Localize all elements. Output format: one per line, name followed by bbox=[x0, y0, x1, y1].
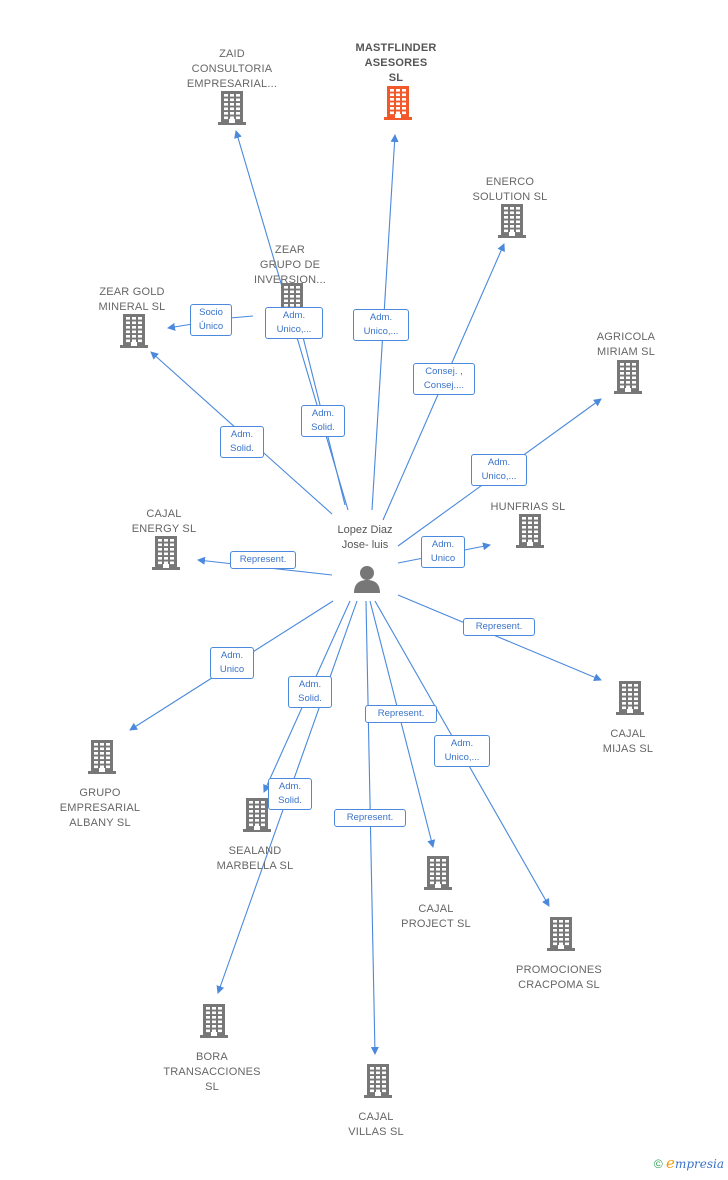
edge-label[interactable]: Adm. Unico bbox=[421, 536, 465, 568]
building-icon bbox=[119, 313, 149, 354]
edge-label[interactable]: Adm. Solid. bbox=[301, 405, 345, 437]
company-name: CAJAL MIJAS SL bbox=[602, 728, 654, 755]
copyright-symbol: © bbox=[653, 1157, 663, 1171]
building-icon bbox=[615, 680, 645, 721]
building-icon bbox=[546, 916, 576, 957]
edge-label[interactable]: Adm. Unico,... bbox=[471, 454, 527, 486]
edge-label[interactable]: Represent. bbox=[334, 809, 406, 827]
company-name: BORA TRANSACCIONES SL bbox=[163, 1051, 261, 1093]
company-name: GRUPO EMPRESARIAL ALBANY SL bbox=[59, 787, 141, 829]
edge-cajal-villas bbox=[365, 600, 379, 1055]
edge-label[interactable]: Consej. , Consej.... bbox=[413, 363, 475, 395]
edge-cajal-project bbox=[369, 600, 436, 848]
company-name: PROMOCIONES CRACPOMA SL bbox=[516, 964, 602, 991]
company-name: CAJAL PROJECT SL bbox=[401, 903, 471, 930]
edge-label[interactable]: Adm. Unico,... bbox=[353, 309, 409, 341]
company-name: ZAID CONSULTORIA EMPRESARIAL... bbox=[186, 48, 278, 90]
person-name: Lopez Diaz Jose- luis bbox=[337, 524, 393, 551]
building-icon bbox=[515, 513, 545, 554]
company-name: HUNFRIAS SL bbox=[490, 501, 566, 513]
footer-credit: © empresia bbox=[654, 1154, 724, 1172]
company-name: AGRICOLA MIRIAM SL bbox=[596, 331, 656, 358]
building-icon bbox=[613, 359, 643, 400]
edge-label[interactable]: Adm. Solid. bbox=[288, 676, 332, 708]
company-name: ZEAR GOLD MINERAL SL bbox=[98, 286, 166, 313]
building-icon bbox=[363, 1063, 393, 1104]
empresia-logo[interactable]: empresia bbox=[666, 1154, 724, 1172]
building-icon bbox=[423, 855, 453, 896]
edge-label[interactable]: Socio Único bbox=[190, 304, 232, 336]
company-name: CAJAL ENERGY SL bbox=[131, 508, 197, 535]
edge-cajal-mijas bbox=[397, 594, 602, 681]
company-name: CAJAL VILLAS SL bbox=[348, 1111, 404, 1138]
building-icon bbox=[151, 535, 181, 576]
edge-label[interactable]: Adm. Solid. bbox=[268, 778, 312, 810]
building-icon bbox=[497, 203, 527, 244]
edge-label[interactable]: Adm. Solid. bbox=[220, 426, 264, 458]
building-icon bbox=[87, 739, 117, 780]
edge-label[interactable]: Represent. bbox=[365, 705, 437, 723]
edge-label[interactable]: Adm. Unico,... bbox=[434, 735, 490, 767]
company-name: ZEAR GRUPO DE INVERSION... bbox=[253, 244, 327, 286]
edge-label[interactable]: Adm. Unico,... bbox=[265, 307, 323, 339]
building-icon bbox=[242, 797, 272, 838]
company-name: MASTFLINDER ASESORES SL bbox=[355, 42, 437, 84]
company-name: SEALAND MARBELLA SL bbox=[216, 845, 294, 872]
building-icon bbox=[199, 1003, 229, 1044]
person-icon bbox=[354, 566, 380, 593]
building-icon bbox=[217, 90, 247, 131]
edge-label[interactable]: Represent. bbox=[463, 618, 535, 636]
company-name: ENERCO SOLUTION SL bbox=[472, 176, 548, 203]
edge-label[interactable]: Adm. Unico bbox=[210, 647, 254, 679]
edge-label[interactable]: Represent. bbox=[230, 551, 296, 569]
building-icon bbox=[383, 85, 413, 126]
